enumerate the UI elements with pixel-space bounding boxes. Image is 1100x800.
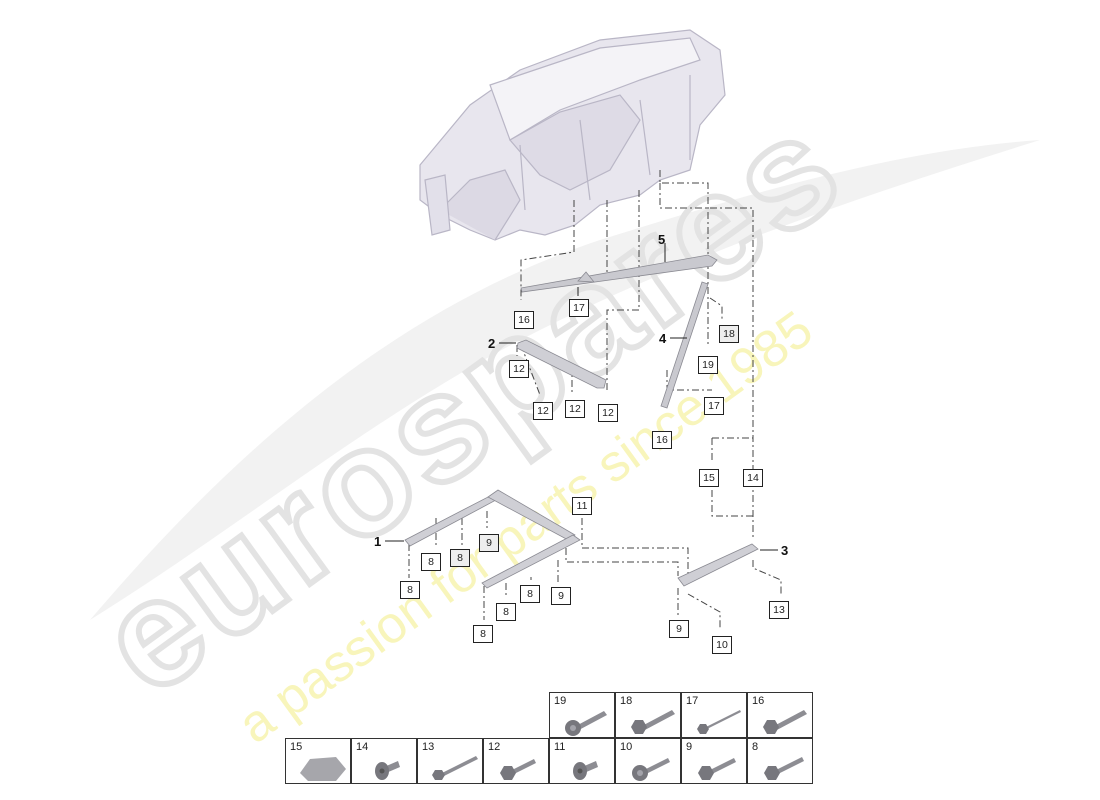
hexagon-pad-icon — [300, 757, 346, 781]
callout-box[interactable]: 12 — [509, 360, 529, 378]
callout-box[interactable]: 14 — [743, 469, 763, 487]
legend-item-11[interactable]: 11 — [549, 738, 615, 784]
legend-item-14[interactable]: 14 — [351, 738, 417, 784]
callout-box[interactable]: 16 — [652, 431, 672, 449]
callout-box[interactable]: 16 — [514, 311, 534, 329]
part-label-4: 4 — [659, 331, 667, 346]
legend-item-10[interactable]: 10 — [615, 738, 681, 784]
countersunk-bolt-icon — [375, 761, 400, 780]
callout-box[interactable]: 12 — [598, 404, 618, 422]
hex-flange-bolt-icon — [631, 710, 675, 734]
legend-item-15[interactable]: 15 — [285, 738, 351, 784]
callout-box[interactable]: 12 — [565, 400, 585, 418]
callout-box[interactable]: 13 — [769, 601, 789, 619]
callout-box[interactable]: 11 — [572, 497, 592, 515]
hex-bolt-icon — [698, 758, 736, 780]
long-hex-bolt-icon — [432, 756, 478, 780]
callout-box[interactable]: 8 — [473, 625, 493, 643]
part-4-strut — [660, 281, 709, 409]
callout-box[interactable]: 8 — [496, 603, 516, 621]
callout-box[interactable]: 10 — [712, 636, 732, 654]
long-thin-bolt-icon — [697, 710, 741, 734]
part-1-frame — [404, 489, 581, 589]
hex-bolt-icon — [500, 759, 536, 780]
part-2-rail — [516, 339, 607, 389]
legend-item-18[interactable]: 18 — [615, 692, 681, 738]
callout-box[interactable]: 8 — [520, 585, 540, 603]
part-label-3: 3 — [781, 543, 789, 558]
countersunk-bolt-icon — [573, 761, 598, 780]
fastener-legend: 19 18 17 16 15 14 13 12 — [285, 692, 813, 784]
callout-box[interactable]: 12 — [533, 402, 553, 420]
callout-box[interactable]: 19 — [698, 356, 718, 374]
part-label-1: 1 — [374, 534, 382, 549]
callout-box[interactable]: 18 — [719, 325, 739, 343]
part-3-bar — [677, 543, 759, 587]
part-label-2: 2 — [488, 336, 496, 351]
callout-box[interactable]: 17 — [704, 397, 724, 415]
callout-box[interactable]: 9 — [551, 587, 571, 605]
car-body-shell — [419, 29, 726, 241]
torx-flange-bolt-icon — [632, 758, 670, 781]
legend-item-17[interactable]: 17 — [681, 692, 747, 738]
hex-flange-bolt-icon — [763, 710, 807, 734]
callout-box[interactable]: 17 — [569, 299, 589, 317]
legend-item-8[interactable]: 8 — [747, 738, 813, 784]
legend-item-13[interactable]: 13 — [417, 738, 483, 784]
callout-box[interactable]: 9 — [669, 620, 689, 638]
callout-box[interactable]: 8 — [421, 553, 441, 571]
callout-box[interactable]: 8 — [400, 581, 420, 599]
part-label-5: 5 — [658, 232, 666, 247]
callout-box[interactable]: 15 — [699, 469, 719, 487]
callout-box[interactable]: 9 — [479, 534, 499, 552]
legend-item-12[interactable]: 12 — [483, 738, 549, 784]
torx-flange-bolt-icon — [565, 711, 607, 736]
part-5-brace — [520, 254, 718, 293]
legend-item-16[interactable]: 16 — [747, 692, 813, 738]
leader-lines — [408, 170, 782, 630]
hex-flange-bolt-icon — [764, 757, 804, 780]
legend-item-19[interactable]: 19 — [549, 692, 615, 738]
callout-box[interactable]: 8 — [450, 549, 470, 567]
legend-item-9[interactable]: 9 — [681, 738, 747, 784]
